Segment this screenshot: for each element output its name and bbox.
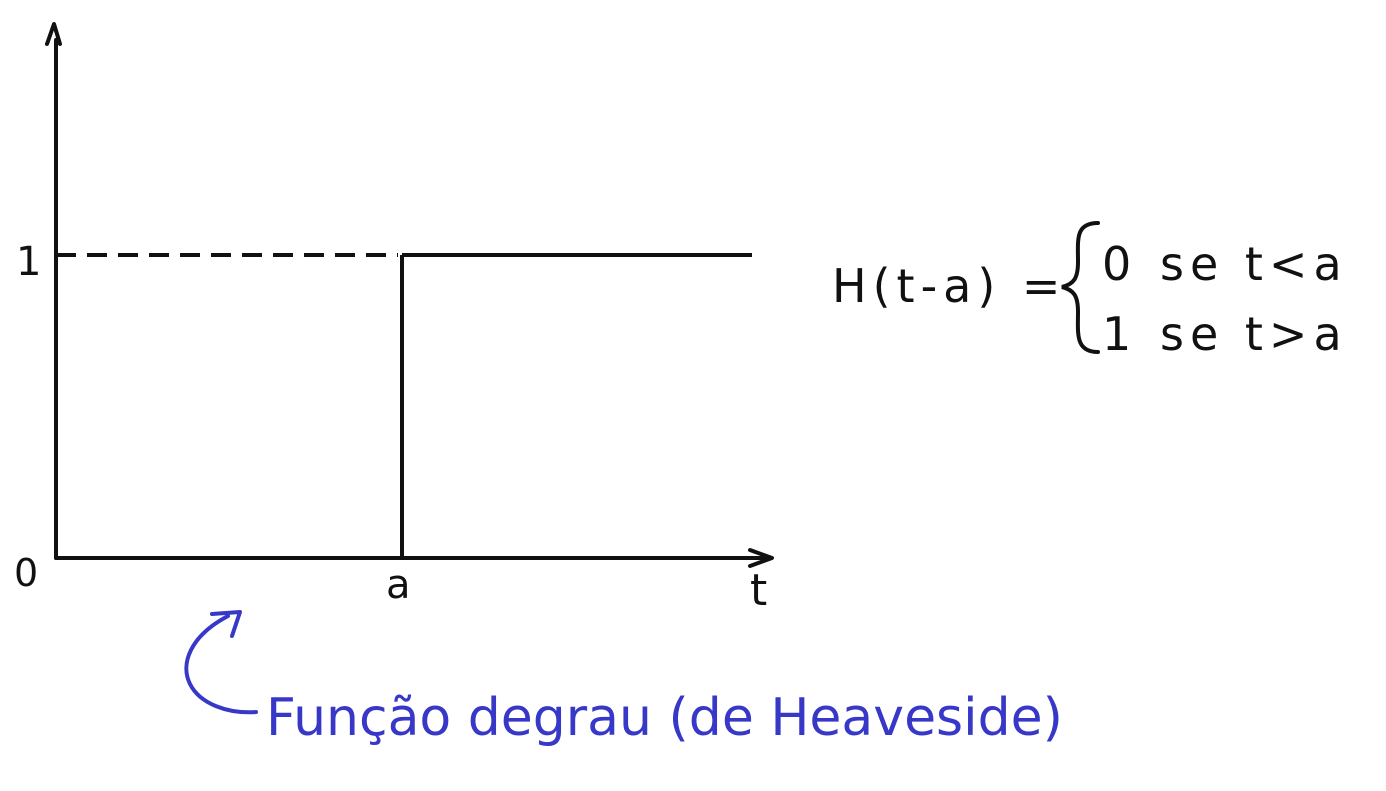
case-one-condition: se t<a — [1160, 237, 1348, 291]
x-axis-label: t — [750, 565, 767, 616]
y-axis — [45, 22, 62, 560]
cases-brace-icon — [1061, 221, 1100, 354]
case-one-value: 0 — [1102, 237, 1137, 291]
origin-label: 0 — [14, 551, 38, 595]
formula-lhs: H(t-a) = — [832, 259, 1066, 313]
annotation-caption: Função degrau (de Heaveside) — [266, 688, 1063, 748]
case-two-value: 1 — [1102, 307, 1137, 361]
curved-arrow-icon — [184, 614, 258, 715]
case-two-condition: se t>a — [1160, 307, 1348, 361]
y-tick-label-one: 1 — [16, 239, 41, 285]
y-axis-arrow-icon — [45, 22, 62, 46]
x-axis-arrow-icon — [748, 548, 774, 568]
step-point-label: a — [386, 562, 411, 608]
curved-arrow-head-icon — [210, 610, 242, 638]
x-axis — [54, 548, 774, 568]
annotation: Função degrau (de Heaveside) — [184, 610, 1063, 748]
heaviside-formula: H(t-a) = 0 se t<a 1 se t>a — [832, 221, 1348, 361]
